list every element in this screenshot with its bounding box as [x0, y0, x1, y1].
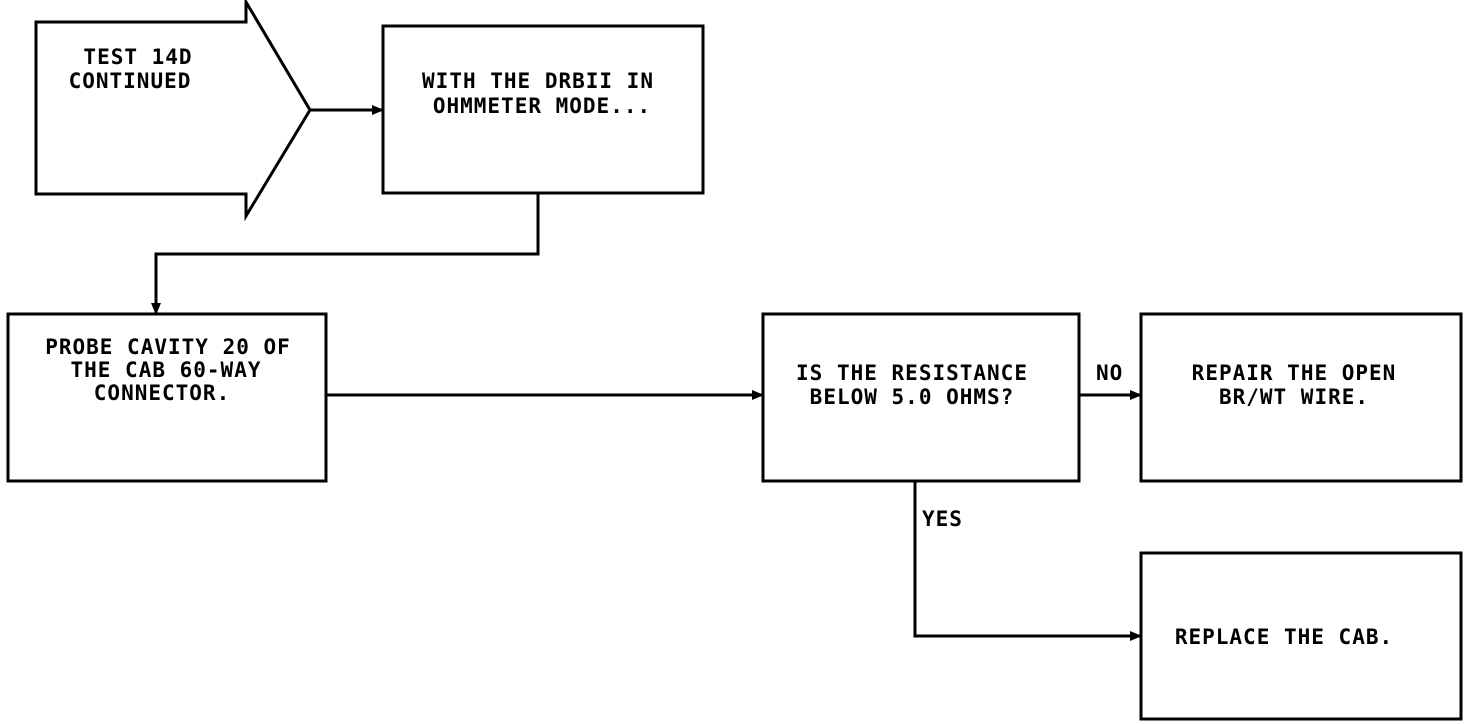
- start-node-label-line1: TEST 14D: [83, 45, 192, 69]
- connector-ohmmeter-to-probe: [151, 193, 540, 315]
- repair-label-line1: REPAIR THE OPEN: [1192, 361, 1397, 385]
- ohmmeter-mode-label-line2: OHMMETER MODE...: [433, 94, 651, 118]
- replace-label-line1: REPLACE THE CAB.: [1175, 625, 1393, 649]
- probe-cavity-node: PROBE CAVITY 20 OF THE CAB 60-WAY CONNEC…: [6, 312, 328, 483]
- start-node-test-14d: TEST 14D CONTINUED: [34, 0, 312, 222]
- decision-label-line1: IS THE RESISTANCE: [796, 361, 1028, 385]
- probe-cavity-label-line3: CONNECTOR.: [94, 381, 230, 405]
- edge-label-no: NO: [1096, 361, 1123, 385]
- repair-wire-node: REPAIR THE OPEN BR/WT WIRE.: [1139, 312, 1463, 483]
- replace-cab-node: REPLACE THE CAB.: [1139, 551, 1463, 721]
- probe-cavity-label-line1: PROBE CAVITY 20 OF: [45, 335, 291, 359]
- ohmmeter-mode-label-line1: WITH THE DRBII IN: [422, 69, 654, 93]
- edge-label-yes: YES: [922, 507, 963, 531]
- ohmmeter-mode-node: WITH THE DRBII IN OHMMETER MODE...: [381, 24, 705, 195]
- resistance-decision-node: IS THE RESISTANCE BELOW 5.0 OHMS?: [761, 312, 1081, 483]
- connector-decision-to-replace: [913, 481, 1142, 641]
- decision-label-line2: BELOW 5.0 OHMS?: [810, 385, 1015, 409]
- probe-cavity-label-line2: THE CAB 60-WAY: [70, 358, 261, 382]
- repair-label-line2: BR/WT WIRE.: [1219, 385, 1369, 409]
- start-node-label-line2: CONTINUED: [69, 69, 192, 93]
